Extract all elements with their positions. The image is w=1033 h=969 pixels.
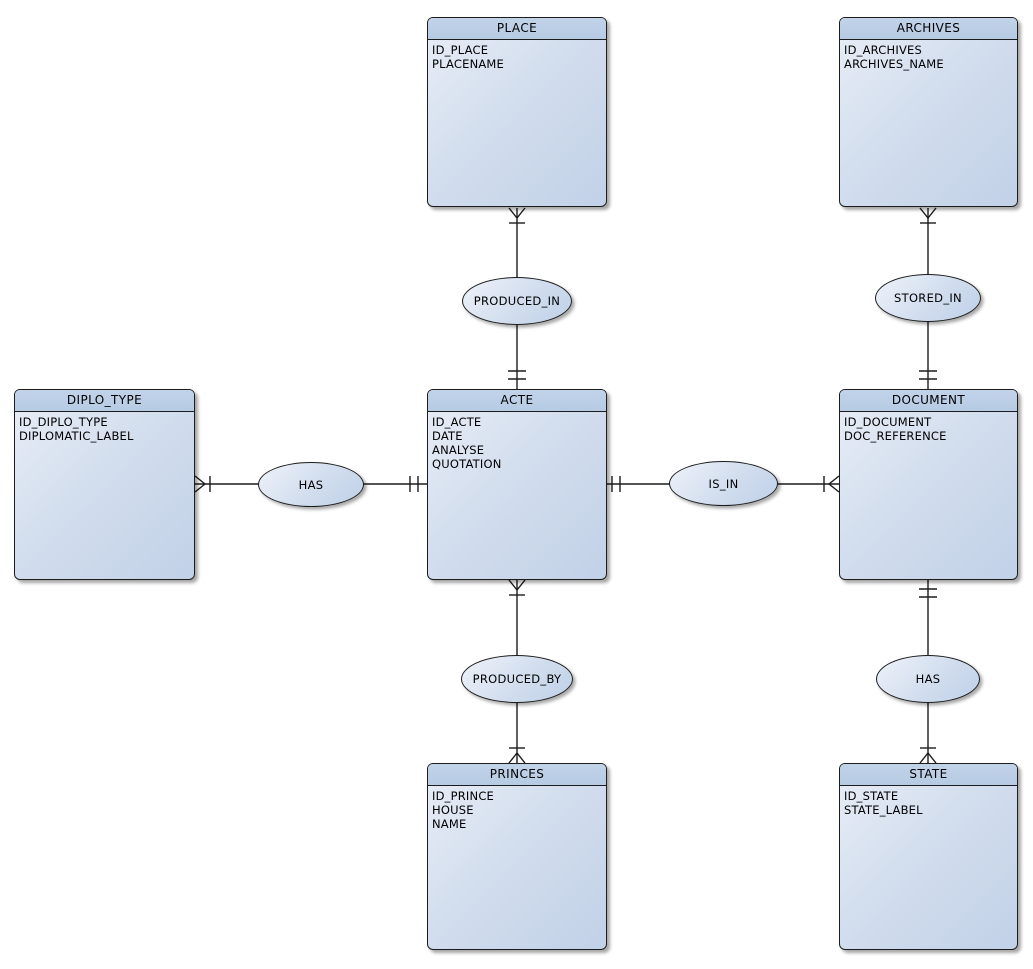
connector-diplo-type-has [194,475,259,493]
relationship-produced-in[interactable]: PRODUCED_IN [462,277,572,325]
attribute: QUOTATION [432,457,502,471]
relationship-produced-by[interactable]: PRODUCED_BY [461,655,573,703]
relationship-label: IS_IN [708,476,739,491]
attribute: DIPLOMATIC_LABEL [19,429,134,443]
entity-title: PRINCES [428,764,606,786]
attribute: ANALYSE [432,443,485,457]
attribute: STATE_LABEL [844,803,923,817]
connector-archives-stored-in [919,207,937,275]
crow-foot-icon [194,475,207,493]
entity-title: STATE [840,764,1017,786]
connector-is-in-document [776,475,840,493]
relationship-label: PRODUCED_BY [472,672,562,686]
entity-title: DOCUMENT [840,390,1017,412]
relationship-label: PRODUCED_IN [473,294,561,308]
crow-foot-icon [508,579,526,592]
connector-acte-produced-by [508,579,526,656]
entity-title: ACTE [428,390,606,412]
connector-stored-in-document [919,321,937,389]
connector-document-has [919,580,937,656]
relationship-label: HAS [298,477,324,492]
connector-acte-is-in [607,476,670,492]
connector-has-acte [363,476,427,492]
connector-produced-by-princes [508,702,526,764]
attribute: ID_PRINCE [432,789,495,803]
relationship-label: HAS [915,672,941,686]
crow-foot-icon [919,207,937,220]
relationship-label: STORED_IN [894,291,962,305]
relationship-has-state[interactable]: HAS [876,655,980,703]
attribute: ID_ACTE [432,415,482,429]
crow-foot-icon [508,207,526,220]
attribute: PLACENAME [432,57,505,71]
attribute: ID_ARCHIVES [844,43,922,57]
connector-produced-in-acte [508,324,526,389]
relationship-is-in[interactable]: IS_IN [669,461,778,506]
attribute: DOC_REFERENCE [844,429,947,443]
attribute: ID_PLACE [432,43,489,57]
attribute: HOUSE [432,803,474,817]
attribute: DATE [432,429,463,443]
attribute: ID_STATE [844,789,899,803]
crow-foot-icon [508,751,526,764]
entity-title: ARCHIVES [840,18,1017,40]
attribute: ID_DIPLO_TYPE [19,415,108,429]
connector-place-produced-in [508,207,526,278]
attribute: ARCHIVES_NAME [844,57,944,71]
connector-has-state [919,702,937,764]
entity-title: DIPLO_TYPE [15,390,194,412]
attribute: NAME [432,817,467,831]
attribute: ID_DOCUMENT [844,415,932,429]
entity-title: PLACE [428,18,606,40]
relationship-stored-in[interactable]: STORED_IN [875,274,981,322]
relationship-has-diplo-type[interactable]: HAS [258,462,364,507]
crow-foot-icon [919,751,937,764]
crow-foot-icon [827,475,840,493]
